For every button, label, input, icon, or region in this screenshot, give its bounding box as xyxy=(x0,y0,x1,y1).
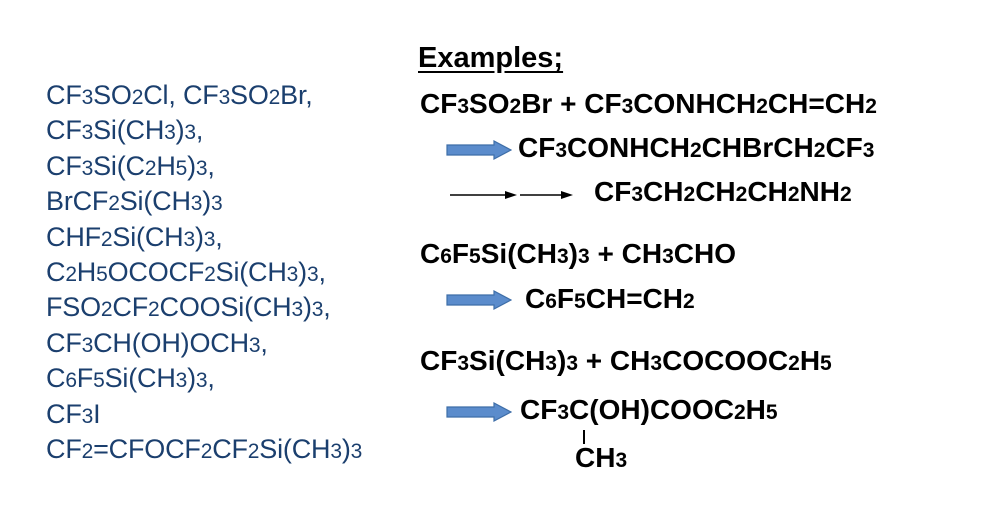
reagent-item: CF3I xyxy=(46,398,101,429)
reagent-item: CF3Si(CH3)3, xyxy=(46,115,204,146)
reagent-item: CF3SO2Cl, CF3SO2Br, xyxy=(46,80,313,110)
reaction1-reactants: CF3SO2Br + CF3CONHCH2CH=CH2 xyxy=(420,88,877,119)
reaction-arrow-icon xyxy=(446,290,512,310)
reaction-arrow-icon xyxy=(446,140,512,160)
examples-title: Examples; xyxy=(418,42,564,74)
reaction3-reactants: CF3Si(CH3)3 + CH3COCOOC2H5 xyxy=(420,345,832,376)
reagent-list: CF3SO2Cl, CF3SO2Br, CF3Si(CH3)3, CF3Si(C… xyxy=(46,79,362,468)
reaction3-product: CF3C(OH)COOC2H5 xyxy=(520,394,778,425)
reaction-arrow-icon xyxy=(450,191,517,199)
reaction2-product: C6F5CH=CH2 xyxy=(525,283,695,314)
reagent-item: CHF2Si(CH3)3, xyxy=(46,221,223,252)
reaction1-product2: CF3CH2CH2CH2NH2 xyxy=(594,176,852,207)
reaction-arrow-icon xyxy=(520,191,573,199)
reagent-item: FSO2CF2COOSi(CH3)3, xyxy=(46,292,331,323)
bond-line xyxy=(583,430,585,444)
reagent-item: C6F5Si(CH3)3, xyxy=(46,363,215,394)
reagent-item: BrCF2Si(CH3)3 xyxy=(46,186,223,217)
reaction3-substituent: CH3 xyxy=(575,442,628,473)
reaction1-product1: CF3CONHCH2CHBrCH2CF3 xyxy=(518,132,875,163)
reaction2-reactants: C6F5Si(CH3)3 + CH3CHO xyxy=(420,238,737,269)
reagent-item: CF2=CFOCF2CF2Si(CH3)3 xyxy=(46,434,363,465)
reagent-item: C2H5OCOCF2Si(CH3)3, xyxy=(46,257,326,288)
reagent-item: CF3Si(C2H5)3, xyxy=(46,150,215,181)
reaction-arrow-icon xyxy=(446,402,512,422)
reagent-item: CF3CH(OH)OCH3, xyxy=(46,327,268,358)
